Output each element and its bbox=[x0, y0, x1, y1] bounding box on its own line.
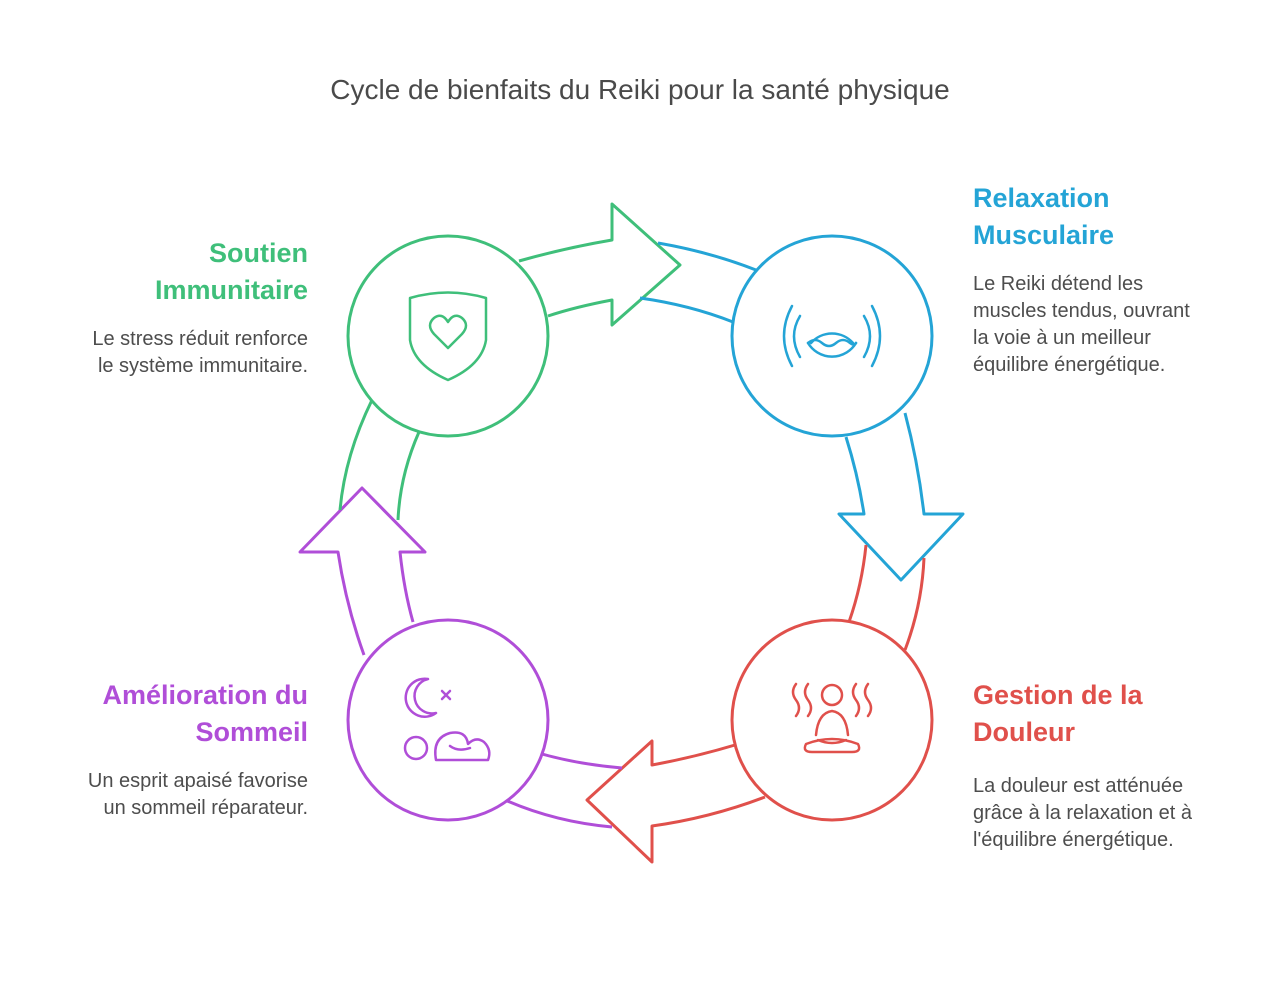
arrow-blue-to-red bbox=[837, 412, 965, 582]
arrow-purple-to-green bbox=[298, 486, 427, 656]
description-gestion-douleur: La douleur est atténuée grâce à la relax… bbox=[973, 775, 1193, 851]
description-soutien-immunitaire: Le stress réduit renforce le système imm… bbox=[92, 328, 308, 377]
band-green-left-outer bbox=[338, 399, 374, 511]
circle-relaxation-musculaire bbox=[730, 234, 934, 438]
heading-amelioration-sommeil: Amélioration du Sommeil bbox=[102, 680, 308, 747]
page-title: Cycle de bienfaits du Reiki pour la sant… bbox=[330, 74, 950, 105]
heading-relaxation-musculaire: Relaxation Musculaire bbox=[973, 183, 1115, 250]
band-purple-bottom-outer bbox=[504, 798, 613, 829]
band-green-left-inner bbox=[396, 431, 421, 521]
arrow-green-to-blue bbox=[518, 202, 682, 327]
band-blue-top-outer bbox=[657, 241, 757, 272]
band-blue-top-inner bbox=[639, 296, 734, 324]
circle-amelioration-sommeil bbox=[346, 618, 550, 822]
band-red-right-inner bbox=[847, 544, 868, 623]
water-waves-icon bbox=[782, 304, 882, 368]
meditation-heat-icon bbox=[791, 682, 873, 754]
heading-soutien-immunitaire: Soutien Immunitaire bbox=[154, 238, 308, 305]
circle-soutien-immunitaire bbox=[346, 234, 550, 438]
sleep-moon-icon bbox=[403, 677, 491, 762]
description-amelioration-sommeil: Un esprit apaisé favorise un sommeil rép… bbox=[87, 770, 308, 819]
heading-gestion-douleur: Gestion de la Douleur bbox=[973, 680, 1143, 747]
circle-gestion-douleur bbox=[730, 618, 934, 822]
band-purple-bottom-inner bbox=[534, 750, 623, 770]
arrow-red-to-purple bbox=[585, 739, 766, 864]
description-relaxation-musculaire: Le Reiki détend les muscles tendus, ouvr… bbox=[973, 273, 1190, 376]
shield-heart-icon bbox=[408, 291, 488, 382]
band-red-right-outer bbox=[903, 557, 926, 651]
